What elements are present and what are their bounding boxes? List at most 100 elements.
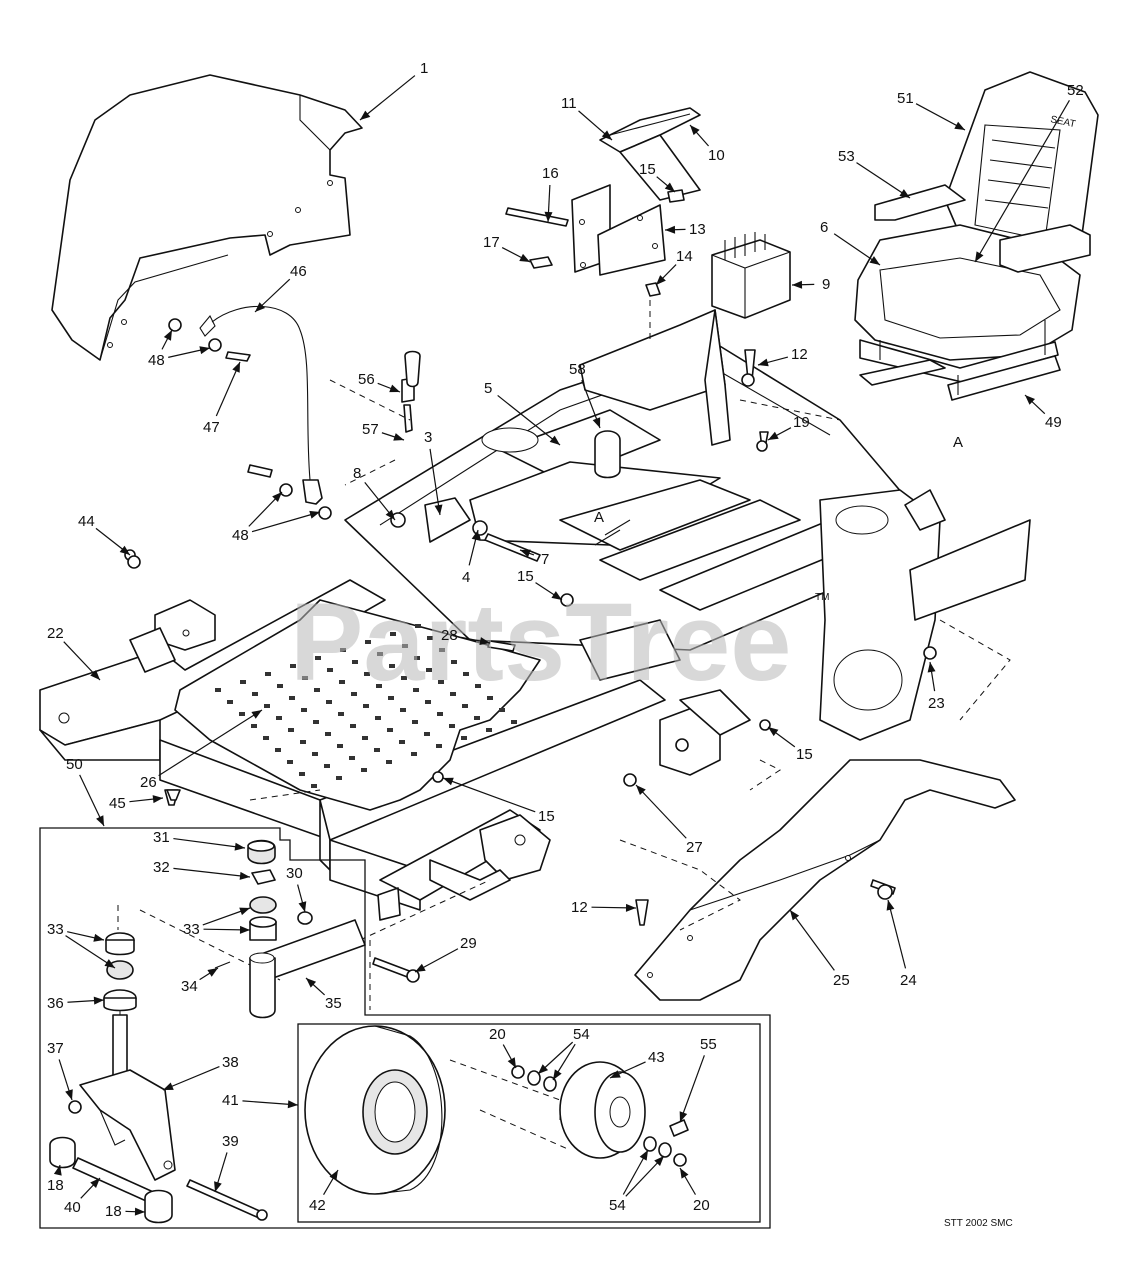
callout-arrowhead [665,225,676,234]
callout-leader-line [635,784,687,839]
svg-text:SEAT: SEAT [1049,114,1076,130]
grate-hole [425,700,431,704]
callout-arrowhead [610,1070,621,1078]
grate-hole [299,772,305,776]
hardware [127,349,937,926]
grate-hole [413,688,419,692]
callout-arrowhead [954,121,965,130]
callout-label: 28 [441,627,458,644]
callout-arrowhead [443,777,454,786]
callout-label: 46 [290,263,307,280]
callout-arrowhead [239,871,250,880]
grate-hole [511,720,517,724]
callout-label: 50 [66,756,83,773]
callout-label: 20 [489,1026,506,1043]
grate-hole [439,648,445,652]
grate-hole [365,640,371,644]
grate-hole [375,716,381,720]
grate-hole [390,632,396,636]
callout-label: 7 [541,551,549,568]
callout-arrowhead [306,978,317,988]
callout-arrowhead [93,996,104,1005]
grate-hole [240,680,246,684]
callout-arrowhead [899,189,910,198]
callout-arrowhead [53,1165,62,1176]
callout-label: 45 [109,795,126,812]
grate-hole [436,744,442,748]
callout-leader-line [359,75,416,121]
grate-hole [277,684,283,688]
grate-hole [475,684,481,688]
callout-label: 35 [325,995,342,1012]
callout-arrowhead [385,509,395,520]
grate-hole [265,672,271,676]
callout-label: 12 [571,899,588,916]
callout-arrowhead [869,256,880,265]
assembly-lines [117,300,1011,1151]
operator-seat: SEAT [854,71,1099,401]
callout-label: 20 [693,1197,710,1214]
callout-arrowhead [690,125,700,136]
grate-hole [215,688,221,692]
callout-arrowhead [592,417,601,428]
grate-hole [263,736,269,740]
grate-hole [400,708,406,712]
grate-hole [289,696,295,700]
callout-label: 25 [833,972,850,989]
callout-label: 5 [484,380,492,397]
callout-arrowhead [549,435,560,445]
callout-label: 39 [222,1133,239,1150]
callout-arrowhead [234,842,245,851]
callout-label: 32 [153,859,170,876]
grate-hole [462,704,468,708]
grate-hole [424,732,430,736]
grate-hole [401,676,407,680]
grate-hole [474,716,480,720]
callout-label: 42 [309,1197,326,1214]
grate-hole [326,700,332,704]
grate-hole [350,724,356,728]
grate-hole [311,784,317,788]
callout-arrowhead [625,903,636,912]
main-frame [344,309,1031,741]
callout-arrowhead [507,1057,516,1068]
callout-arrowhead [309,510,320,519]
callout-label: 19 [793,414,810,431]
callout-label: 44 [78,513,95,530]
callout-label: 15 [517,568,534,585]
callout-label: 23 [928,695,945,712]
callout-arrowhead [329,1170,338,1181]
callout-arrowhead [551,591,562,600]
grate-hole [450,692,456,696]
grate-hole [351,692,357,696]
callout-arrowhead [360,110,371,120]
grate-hole [338,712,344,716]
callout-label: 33 [47,921,64,938]
callout-label: 9 [822,276,830,293]
grate-hole [290,664,296,668]
callout-arrowhead [434,504,443,515]
reference-mark-a: A [953,434,963,451]
callout-label: 49 [1045,414,1062,431]
callout-label: 51 [897,90,914,107]
footer-code: STT 2002 SMC [944,1218,1013,1229]
grate-hole [336,776,342,780]
callout-leader-line [497,394,561,446]
callout-arrowhead [768,431,779,440]
callout-arrowhead [207,968,218,977]
callout-label: 11 [561,95,577,112]
battery-cable [168,305,332,520]
callout-arrowhead [287,1100,298,1109]
grate-hole [339,680,345,684]
callout-arrowhead [538,1064,549,1074]
wheel-assembly [304,1025,689,1195]
grate-hole [300,740,306,744]
callout-label: 54 [609,1197,626,1214]
callout-label: 34 [181,978,198,995]
callout-label: 55 [700,1036,717,1053]
callout-arrowhead [96,815,104,826]
grate-hole [399,740,405,744]
callout-arrowhead [163,330,172,341]
grate-hole [314,688,320,692]
